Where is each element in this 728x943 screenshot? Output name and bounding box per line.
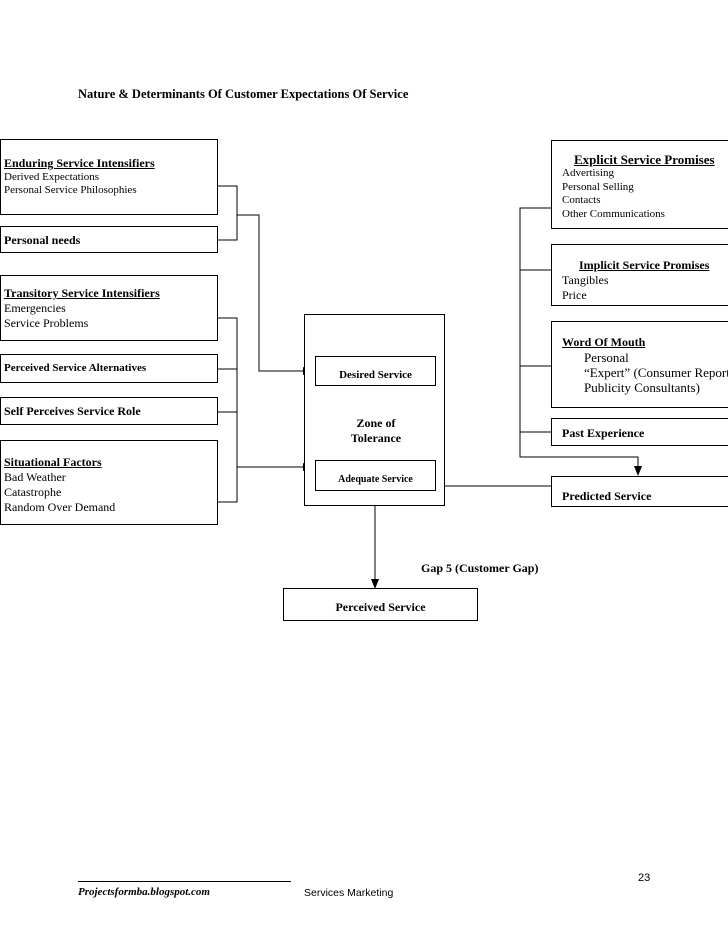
adequate-service-label: Adequate Service (338, 474, 413, 485)
enduring-heading: Enduring Service Intensifiers (4, 156, 155, 170)
transitory-item: Service Problems (4, 316, 89, 330)
desired-service-box: Desired Service (315, 356, 436, 386)
transitory-intensifiers-box: Transitory Service Intensifiers Emergenc… (0, 275, 218, 341)
implicit-promises-box: Implicit Service Promises Tangibles Pric… (551, 244, 728, 306)
situational-heading: Situational Factors (4, 455, 102, 469)
zone-of-tolerance: Zone of Tolerance (318, 416, 434, 446)
right-bracket-to-predicted (519, 207, 642, 476)
perceived-service-label: Perceived Service (335, 600, 426, 614)
explicit-item: Other Communications (562, 207, 665, 220)
perceived-alternatives-label: Perceived Service Alternatives (4, 362, 147, 374)
past-experience-box: Past Experience (551, 418, 728, 446)
footer-rule (78, 881, 291, 882)
perceived-service-box: Perceived Service (283, 588, 478, 621)
explicit-promises-box: Explicit Service Promises Advertising Pe… (551, 140, 728, 229)
explicit-item: Advertising (562, 167, 614, 179)
explicit-heading: Explicit Service Promises (574, 152, 715, 167)
transitory-heading: Transitory Service Intensifiers (4, 286, 160, 300)
past-experience-label: Past Experience (562, 426, 645, 440)
situational-item: Random Over Demand (4, 500, 116, 514)
left-bracket-upper (217, 185, 238, 241)
left-bracket-lower (217, 317, 238, 503)
word-heading: Word Of Mouth (562, 335, 646, 349)
page-number: 23 (638, 872, 651, 884)
word-item: Personal (584, 350, 629, 365)
explicit-item: Personal Selling (562, 180, 634, 193)
implicit-item: Price (562, 288, 587, 302)
implicit-heading: Implicit Service Promises (579, 258, 710, 272)
desired-service-label: Desired Service (339, 369, 412, 381)
personal-needs-box: Personal needs (0, 226, 218, 253)
diagram-title: Nature & Determinants Of Customer Expect… (78, 87, 409, 101)
zone-line: Zone of (356, 416, 396, 430)
arrow-to-desired (237, 214, 313, 375)
situational-item: Bad Weather (4, 470, 66, 484)
word-of-mouth-box: Word Of Mouth Personal “Expert” (Consume… (551, 321, 728, 408)
predicted-service-box: Predicted Service (551, 476, 728, 507)
self-role-box: Self Perceives Service Role (0, 397, 218, 425)
gap-label: Gap 5 (Customer Gap) (421, 561, 539, 575)
adequate-service-box: Adequate Service (315, 460, 436, 491)
enduring-item: Derived Expectations (4, 171, 99, 183)
footer-subject: Services Marketing (304, 887, 394, 899)
enduring-intensifiers-box: Enduring Service Intensifiers Derived Ex… (0, 139, 218, 215)
explicit-item: Contacts (562, 194, 601, 206)
perceived-alternatives-box: Perceived Service Alternatives (0, 354, 218, 383)
footer-site: Projectsformba.blogspot.com (78, 886, 210, 898)
word-item: “Expert” (Consumer Reports) (584, 365, 728, 380)
situational-factors-box: Situational Factors Bad Weather Catastro… (0, 440, 218, 525)
transitory-item: Emergencies (4, 301, 66, 315)
zone-line: Tolerance (350, 431, 402, 445)
personal-needs-label: Personal needs (4, 233, 81, 247)
implicit-item: Tangibles (562, 273, 609, 287)
self-role-label: Self Perceives Service Role (4, 404, 141, 418)
word-item: Publicity Consultants) (584, 380, 700, 395)
enduring-item: Personal Service Philosophies (4, 184, 137, 196)
predicted-service-label: Predicted Service (562, 489, 652, 503)
situational-item: Catastrophe (4, 485, 62, 499)
